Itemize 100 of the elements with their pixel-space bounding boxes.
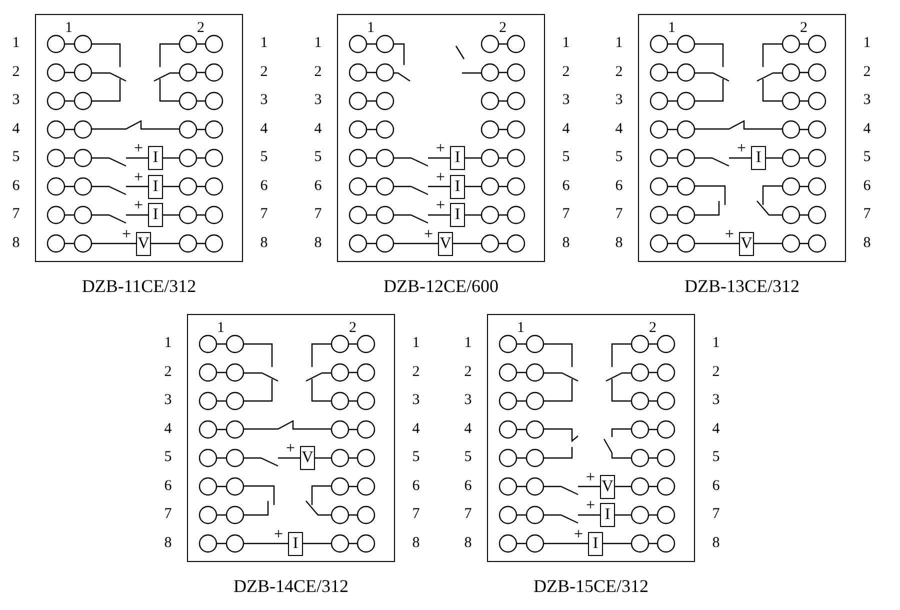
row-number: 6	[862, 178, 872, 194]
row-number: 7	[614, 207, 624, 222]
row-number: 5	[463, 450, 473, 465]
row-number: 7	[411, 507, 421, 522]
row-number: 2	[463, 364, 473, 380]
row-number: 4	[862, 122, 872, 136]
row-number: 8	[711, 536, 721, 550]
row-number: 2	[11, 64, 21, 80]
polarity-mark: +	[134, 198, 144, 214]
coil-box: I	[588, 532, 603, 556]
row-number: 8	[11, 236, 21, 250]
row-number: 4	[711, 422, 721, 436]
row-number: 3	[11, 93, 21, 108]
row-number: 1	[313, 36, 323, 51]
row-number: 4	[259, 122, 269, 136]
row-number: 4	[11, 122, 21, 136]
polarity-mark: +	[134, 141, 144, 157]
row-number: 8	[259, 236, 269, 250]
row-number: 4	[313, 122, 323, 136]
row-number: 6	[259, 178, 269, 194]
row-number: 5	[561, 150, 571, 165]
row-number: 5	[313, 150, 323, 165]
terminal-number: 2	[197, 21, 204, 36]
row-number: 1	[463, 336, 473, 351]
row-number: 7	[711, 507, 721, 522]
polarity-mark: +	[436, 170, 446, 186]
row-number: 6	[614, 178, 624, 194]
row-number: 8	[463, 536, 473, 550]
row-number: 5	[259, 150, 269, 165]
coil-box: V	[300, 446, 315, 470]
row-number: 4	[463, 422, 473, 436]
model-caption: DZB-14CE/312	[232, 577, 350, 595]
terminal-number: 2	[800, 21, 808, 36]
row-number: 4	[561, 122, 571, 136]
polarity-mark: +	[574, 526, 584, 542]
coil-box: I	[450, 146, 465, 170]
row-number: 5	[614, 150, 624, 165]
polarity-mark: +	[122, 226, 132, 242]
row-number: 3	[561, 93, 571, 108]
row-number: 6	[313, 178, 323, 194]
polarity-mark: +	[586, 498, 596, 514]
coil-box: V	[600, 474, 615, 498]
row-number: 3	[163, 393, 173, 408]
coil-box: I	[148, 203, 163, 227]
row-number: 7	[463, 507, 473, 522]
coil-box: I	[450, 203, 465, 227]
row-number: 8	[614, 236, 624, 250]
row-number: 8	[561, 236, 571, 250]
row-number: 4	[411, 422, 421, 436]
row-number: 6	[11, 178, 21, 194]
row-number: 8	[163, 536, 173, 550]
row-number: 7	[259, 207, 269, 222]
row-number: 5	[711, 450, 721, 465]
row-number: 3	[862, 93, 872, 108]
row-number: 8	[313, 236, 323, 250]
coil-box: I	[751, 146, 766, 170]
row-number: 1	[259, 36, 269, 51]
polarity-mark: +	[737, 141, 746, 157]
row-number: 7	[11, 207, 21, 222]
row-number: 5	[862, 150, 872, 165]
row-number: 5	[11, 150, 21, 165]
row-number: 2	[561, 64, 571, 80]
terminal-number: 1	[217, 321, 224, 336]
row-number: 8	[411, 536, 421, 550]
row-number: 6	[411, 478, 421, 494]
row-number: 7	[163, 507, 173, 522]
row-number: 8	[862, 236, 872, 250]
terminal-number: 1	[65, 21, 72, 36]
row-number: 3	[259, 93, 269, 108]
row-number: 3	[411, 393, 421, 408]
model-caption: DZB-11CE/312	[80, 277, 198, 295]
row-number: 6	[711, 478, 721, 494]
model-caption: DZB-13CE/312	[684, 277, 800, 295]
row-number: 4	[614, 122, 624, 136]
model-caption: DZB-12CE/600	[382, 277, 500, 295]
terminal-number: 2	[349, 321, 356, 336]
row-number: 3	[614, 93, 624, 108]
terminal-number: 1	[668, 21, 676, 36]
terminal-number: 2	[499, 21, 506, 36]
coil-box: I	[148, 174, 163, 198]
row-number: 1	[614, 36, 624, 51]
polarity-mark: +	[436, 141, 446, 157]
coil-box: I	[600, 503, 615, 527]
coil-box: I	[288, 532, 303, 556]
coil-box: V	[136, 232, 151, 256]
row-number: 6	[163, 478, 173, 494]
row-number: 2	[259, 64, 269, 80]
polarity-mark: +	[134, 170, 144, 186]
polarity-mark: +	[274, 526, 284, 542]
row-number: 1	[862, 36, 872, 51]
polarity-mark: +	[436, 198, 446, 214]
polarity-mark: +	[286, 441, 296, 457]
row-number: 5	[163, 450, 173, 465]
coil-box: I	[148, 146, 163, 170]
row-number: 2	[313, 64, 323, 80]
row-number: 1	[11, 36, 21, 51]
row-number: 5	[411, 450, 421, 465]
row-number: 3	[313, 93, 323, 108]
row-number: 1	[411, 336, 421, 351]
model-caption: DZB-15CE/312	[532, 577, 650, 595]
